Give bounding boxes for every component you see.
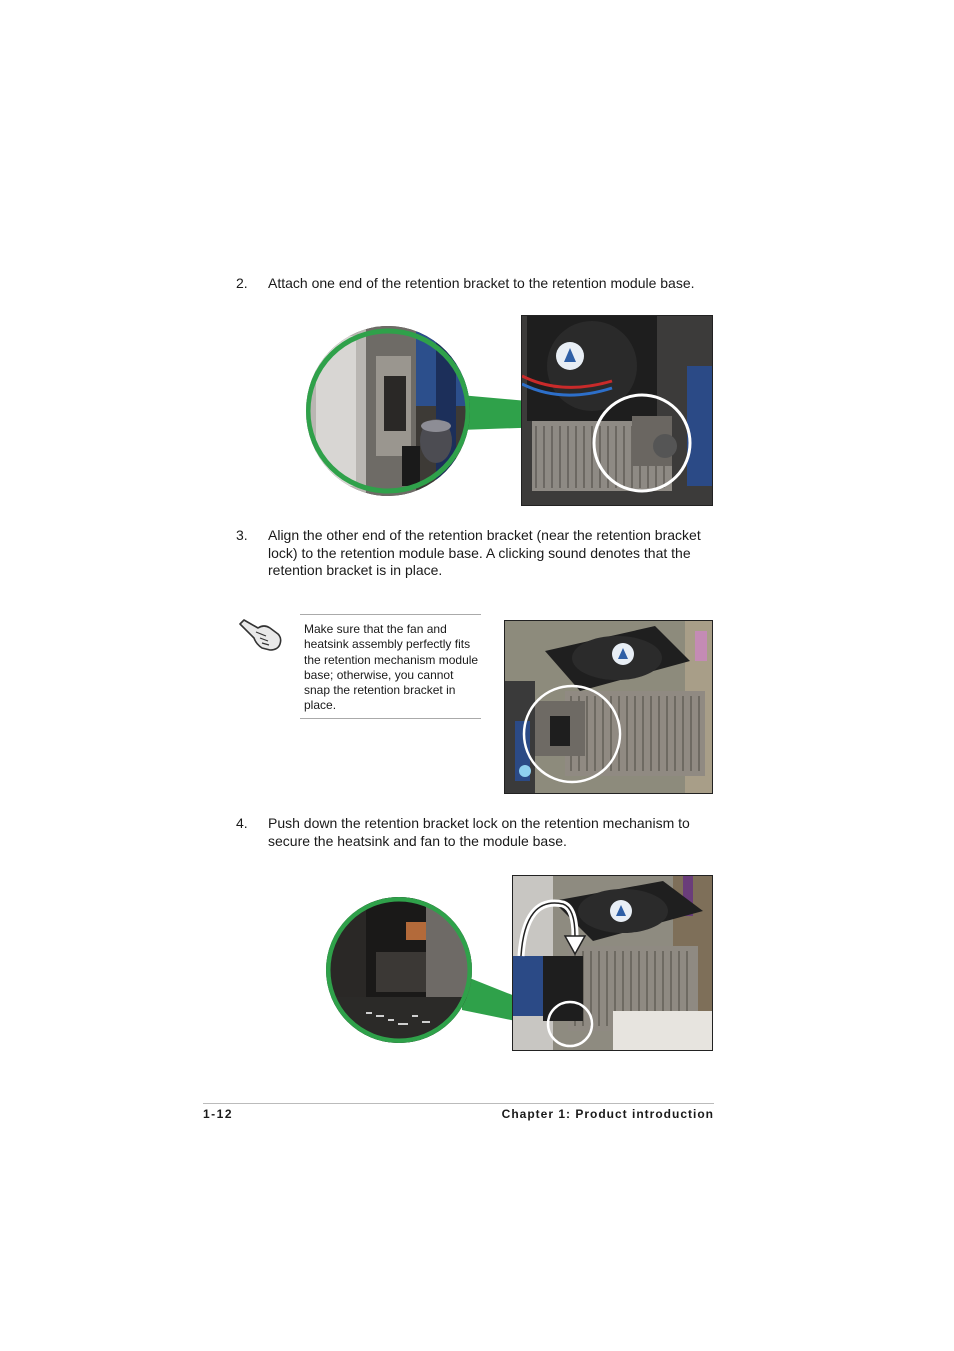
step-text: Attach one end of the retention bracket … [268,275,695,291]
step-number: 4. [236,815,248,831]
zoom-detail-bracket-end [306,326,470,496]
photo-heatsink-step4 [512,875,713,1051]
photo-heatsink-step3 [504,620,713,794]
step-text: Align the other end of the retention bra… [268,527,701,578]
photo-heatsink-step2 [521,315,713,506]
step-text: Push down the retention bracket lock on … [268,815,690,849]
step-number: 3. [236,527,248,543]
hand-pointing-icon [238,614,284,654]
note-text: Make sure that the fan and heatsink asse… [304,622,479,713]
zoom-detail-bracket-lock [326,897,472,1043]
footer-rule [203,1103,714,1104]
note-box: Make sure that the fan and heatsink asse… [300,614,481,719]
step-number: 2. [236,275,248,291]
chapter-title: Chapter 1: Product introduction [501,1107,714,1121]
page-number: 1-12 [203,1107,234,1121]
